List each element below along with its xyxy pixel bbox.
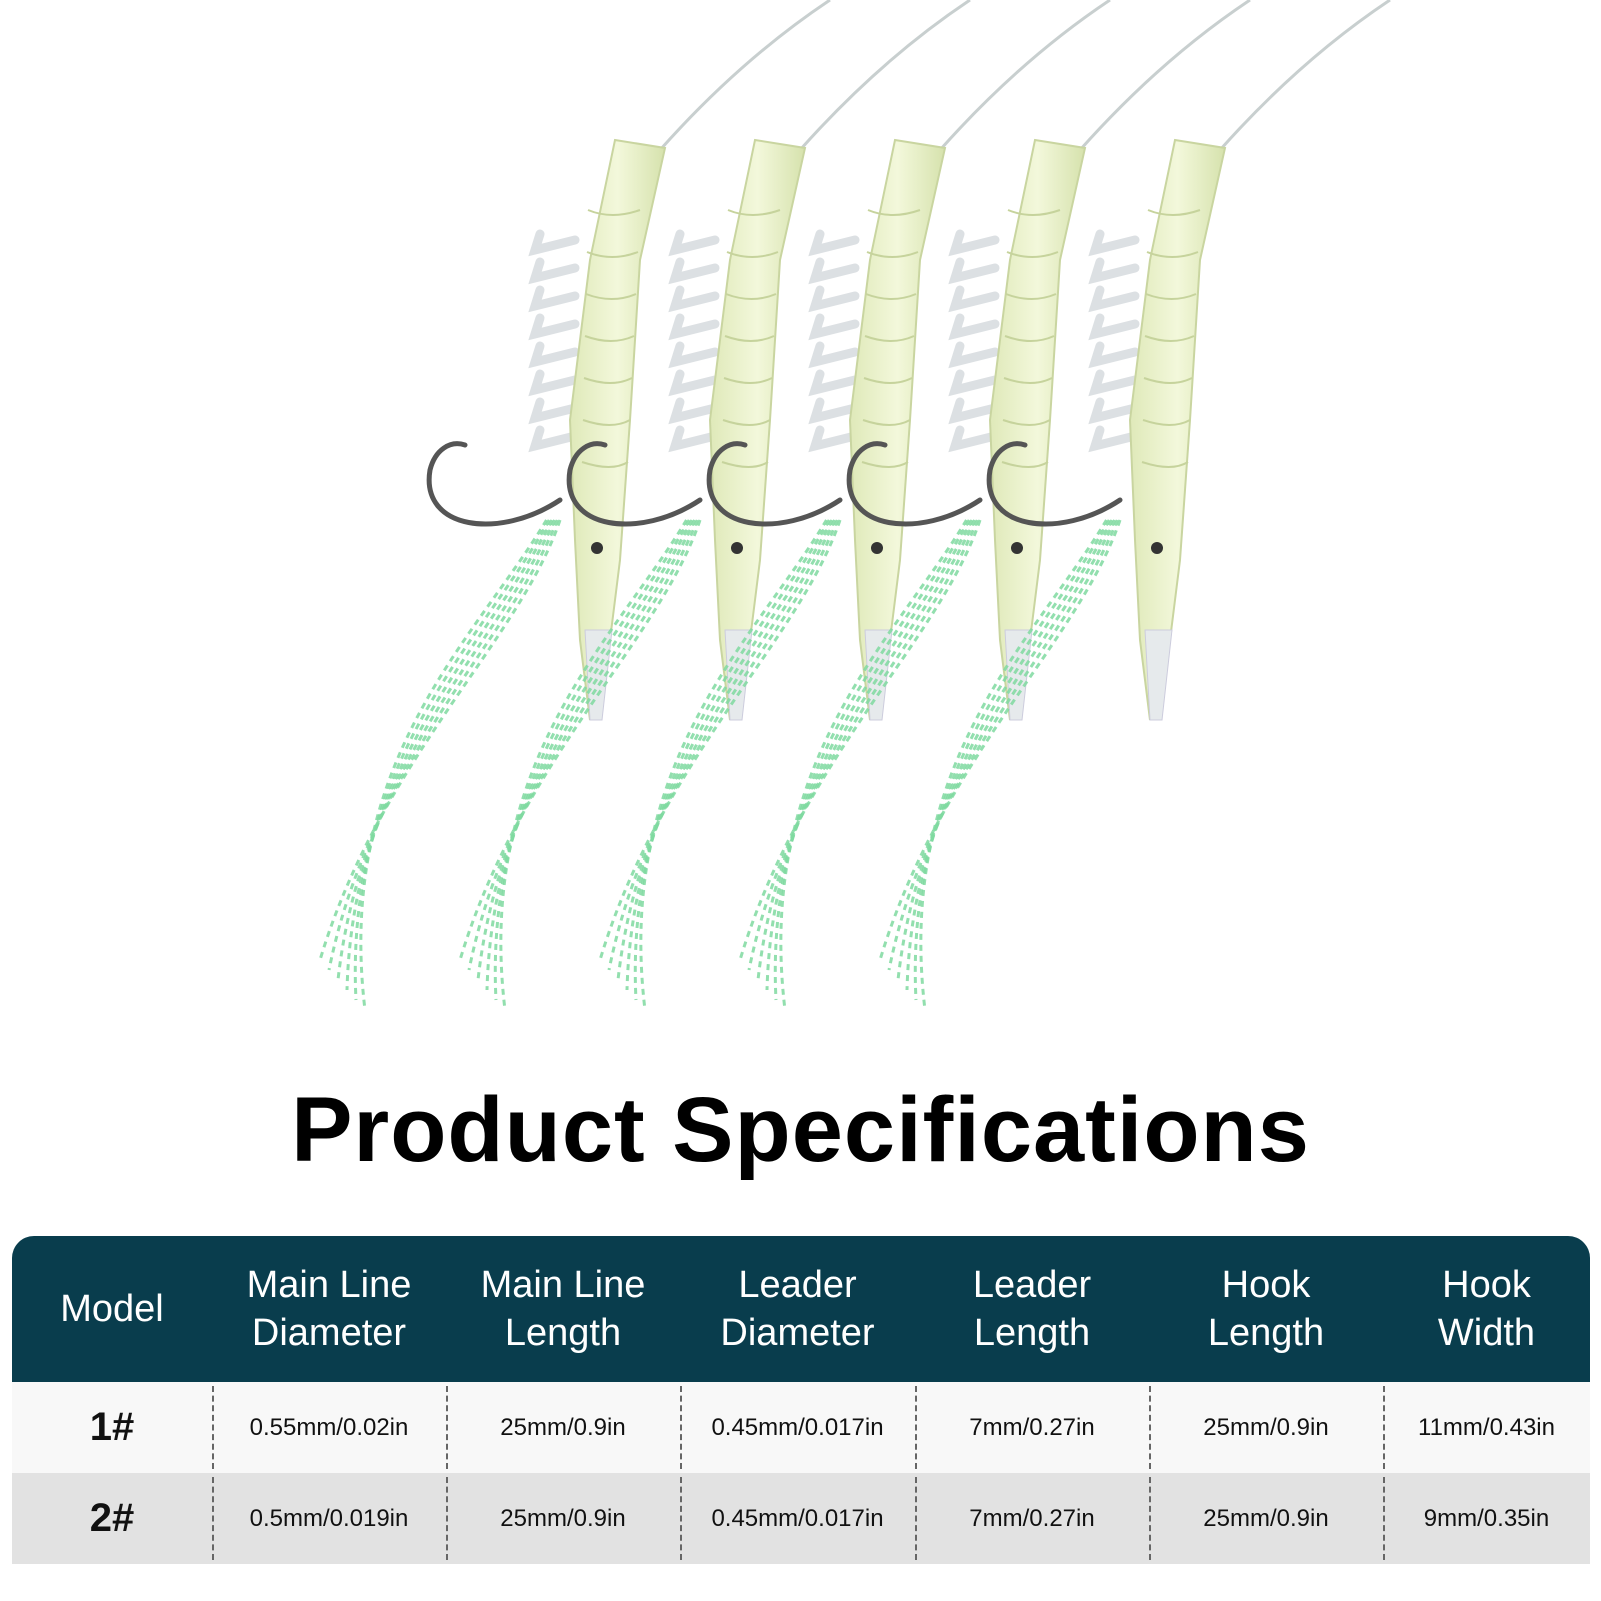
- cell-leader-diameter: 0.45mm/0.017in: [680, 1382, 915, 1473]
- header-leader-diameter: Leader Diameter: [720, 1264, 875, 1354]
- cell-main-line-diameter: 0.5mm/0.019in: [212, 1473, 446, 1564]
- cell-main-line-length: 25mm/0.9in: [446, 1382, 680, 1473]
- cell-hook-width: 11mm/0.43in: [1383, 1382, 1590, 1473]
- cell-hook-width: 9mm/0.35in: [1383, 1473, 1590, 1564]
- table-row: 1# 0.55mm/0.02in 25mm/0.9in 0.45mm/0.017…: [12, 1382, 1590, 1473]
- cell-leader-diameter: 0.45mm/0.017in: [680, 1473, 915, 1564]
- shrimp-lure-icon: [598, 0, 1111, 1011]
- spec-table: Model Main Line Diameter Main Line Lengt…: [12, 1236, 1590, 1564]
- shrimp-lure-icon: [458, 0, 971, 1011]
- product-photo: [318, 0, 1391, 1011]
- page-title: Product Specifications: [291, 1079, 1310, 1181]
- shrimp-lure-icon: [738, 0, 1251, 1011]
- header-main-line-length: Main Line Length: [480, 1264, 646, 1354]
- shrimp-lure-icon: [318, 0, 831, 1011]
- cell-model: 1#: [89, 1405, 135, 1449]
- shrimp-lure-icon: [878, 0, 1391, 1011]
- cell-main-line-length: 25mm/0.9in: [446, 1473, 680, 1564]
- header-leader-length: Leader Length: [972, 1264, 1092, 1354]
- cell-hook-length: 25mm/0.9in: [1149, 1382, 1383, 1473]
- header-main-line-diameter: Main Line Diameter: [246, 1264, 412, 1354]
- table-header: Model Main Line Diameter Main Line Lengt…: [12, 1236, 1590, 1382]
- header-model: Model: [60, 1288, 164, 1330]
- cell-leader-length: 7mm/0.27in: [915, 1473, 1149, 1564]
- cell-leader-length: 7mm/0.27in: [915, 1382, 1149, 1473]
- header-hook-width: Hook Width: [1437, 1264, 1536, 1354]
- cell-main-line-diameter: 0.55mm/0.02in: [212, 1382, 446, 1473]
- table-row: 2# 0.5mm/0.019in 25mm/0.9in 0.45mm/0.017…: [12, 1473, 1590, 1564]
- header-hook-length: Hook Length: [1207, 1264, 1325, 1354]
- cell-hook-length: 25mm/0.9in: [1149, 1473, 1383, 1564]
- cell-model: 2#: [89, 1496, 135, 1540]
